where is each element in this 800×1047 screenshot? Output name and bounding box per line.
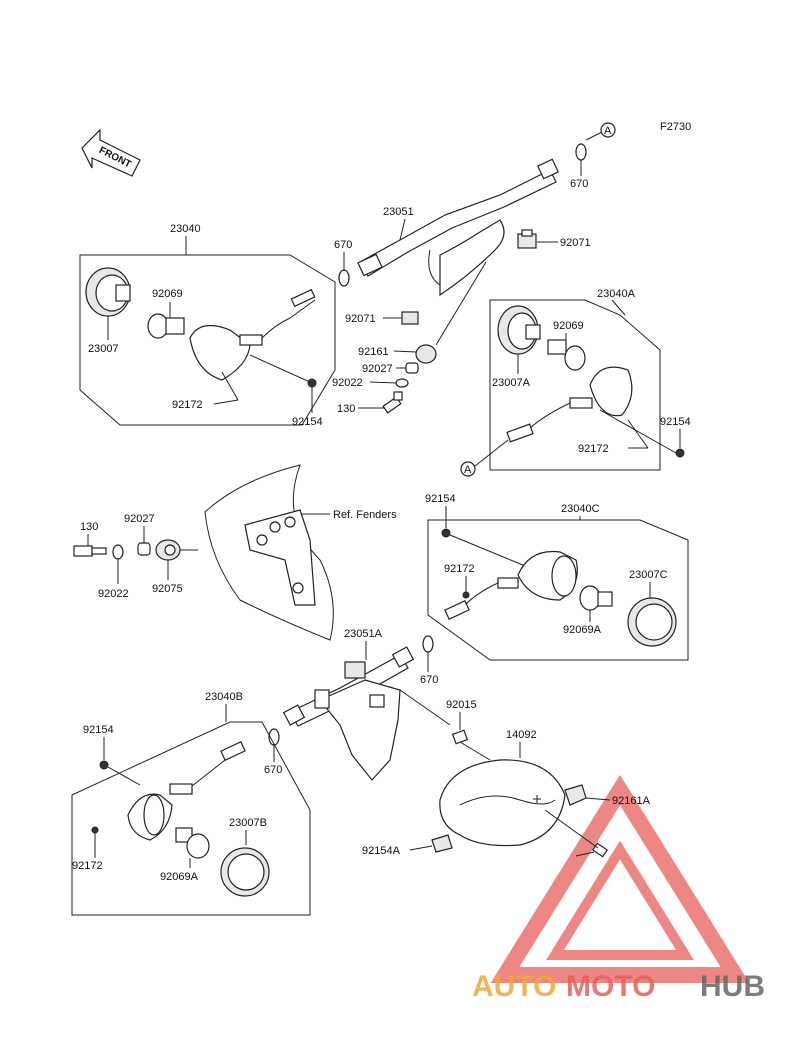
bulb-92069A-right xyxy=(579,585,613,611)
label-92154-mid: 92154 xyxy=(425,493,456,505)
label-23007A: 23007A xyxy=(492,377,531,389)
label-92161A-left: 92154A xyxy=(362,845,401,857)
o-ring-670-c xyxy=(422,635,434,653)
label-92172-right: 92172 xyxy=(578,443,609,455)
screw-92154-right xyxy=(675,448,685,458)
lens-23007A xyxy=(497,305,541,355)
label-92022-mid: 92022 xyxy=(98,588,129,600)
bulb-92069 xyxy=(147,313,185,339)
ref-fenders-label: Ref. Fenders xyxy=(333,509,397,521)
label-92172-mid: 92172 xyxy=(444,563,475,575)
label-23040A: 23040A xyxy=(597,288,636,300)
label-23051: 23051 xyxy=(383,206,414,218)
damper-92161A-right xyxy=(564,784,587,806)
turn-signal-housing-left-rear xyxy=(127,741,246,841)
watermark-text: AUTO MOTO HUB xyxy=(472,970,765,1003)
turn-signal-housing-right-rear xyxy=(444,550,578,620)
connector-a-bottom xyxy=(460,461,476,477)
lens-23007B xyxy=(220,847,270,897)
damper-92075 xyxy=(155,539,181,561)
label-92069A-right: 92069A xyxy=(563,624,602,636)
turn-signal-housing-left-front xyxy=(189,288,316,381)
svg-text:HUB: HUB xyxy=(700,970,765,1003)
label-92069: 92069 xyxy=(152,288,183,300)
bolt-130 xyxy=(382,391,403,414)
lens-23007 xyxy=(85,267,131,317)
label-92015: 92015 xyxy=(446,699,477,711)
connector-a-bottom-label: A xyxy=(464,464,472,476)
bolt-130-mid xyxy=(73,545,107,557)
label-23040C: 23040C xyxy=(561,503,600,515)
label-92069A-left: 92069A xyxy=(160,871,199,883)
screw-92172-mid xyxy=(462,591,470,599)
label-130-mid: 130 xyxy=(80,521,98,533)
label-23007C: 23007C xyxy=(629,569,668,581)
label-92071-left: 92071 xyxy=(345,313,376,325)
label-92027-mid: 92027 xyxy=(124,513,155,525)
label-670-b: 670 xyxy=(570,178,588,190)
grommet-92071-right xyxy=(517,229,537,249)
grommet-92071-left xyxy=(401,311,419,325)
damper-92161 xyxy=(415,344,437,364)
group-box-23040C xyxy=(427,519,689,661)
lens-23007C xyxy=(627,597,677,647)
figure-code: F2730 xyxy=(660,121,691,133)
turn-signal-housing-right-front xyxy=(506,366,633,443)
o-ring-670-b xyxy=(575,143,587,161)
group-box-23040B xyxy=(71,721,311,916)
collar-92027 xyxy=(405,362,419,374)
label-92069-right: 92069 xyxy=(553,320,584,332)
group-box-23040A xyxy=(489,299,661,471)
front-arrow-icon: FRONT xyxy=(81,128,141,177)
group-box-23040 xyxy=(79,254,336,426)
washer-92022-mid xyxy=(112,544,124,560)
screw-92172-bottom xyxy=(91,826,99,834)
cover-14092 xyxy=(439,759,566,847)
connector-a-top xyxy=(600,122,616,138)
label-670-d: 670 xyxy=(264,764,282,776)
arm-23051 xyxy=(357,158,560,297)
o-ring-670-a xyxy=(338,269,350,287)
screw-92154-mid xyxy=(441,528,451,538)
damper-92161A-left xyxy=(431,834,453,853)
label-92172-bottom: 92172 xyxy=(72,860,103,872)
label-92172: 92172 xyxy=(172,399,203,411)
label-130: 130 xyxy=(337,403,355,415)
connector-a-top-label: A xyxy=(604,125,612,137)
screw-92154-bottom xyxy=(99,760,109,770)
label-92154-bottom: 92154 xyxy=(83,724,114,736)
label-14092: 14092 xyxy=(506,729,537,741)
svg-text:AUTO: AUTO xyxy=(472,970,556,1003)
label-23007: 23007 xyxy=(88,343,119,355)
svg-text:MOTO: MOTO xyxy=(566,970,655,1003)
fender-bracket-ref xyxy=(204,464,334,641)
bulb-92069-right xyxy=(547,339,586,371)
label-23040B: 23040B xyxy=(205,691,243,703)
label-92161: 92161 xyxy=(358,346,389,358)
label-23007B: 23007B xyxy=(229,817,267,829)
label-92071-right: 92071 xyxy=(560,237,591,249)
arm-23051A xyxy=(282,646,415,781)
label-92022: 92022 xyxy=(332,377,363,389)
label-23040: 23040 xyxy=(170,223,201,235)
label-92154: 92154 xyxy=(292,416,323,428)
watermark-logo xyxy=(490,774,750,983)
clip-92015 xyxy=(451,729,469,745)
collar-92027-mid xyxy=(137,542,151,556)
label-92075: 92075 xyxy=(152,583,183,595)
washer-92022 xyxy=(395,378,409,388)
label-92027: 92027 xyxy=(362,363,393,375)
label-92161A-right: 92161A xyxy=(612,795,651,807)
label-670-c: 670 xyxy=(420,674,438,686)
bulb-92069A-left xyxy=(175,827,210,859)
label-23051A: 23051A xyxy=(344,628,383,640)
label-670-a: 670 xyxy=(334,239,352,251)
label-92154-right: 92154 xyxy=(660,416,691,428)
